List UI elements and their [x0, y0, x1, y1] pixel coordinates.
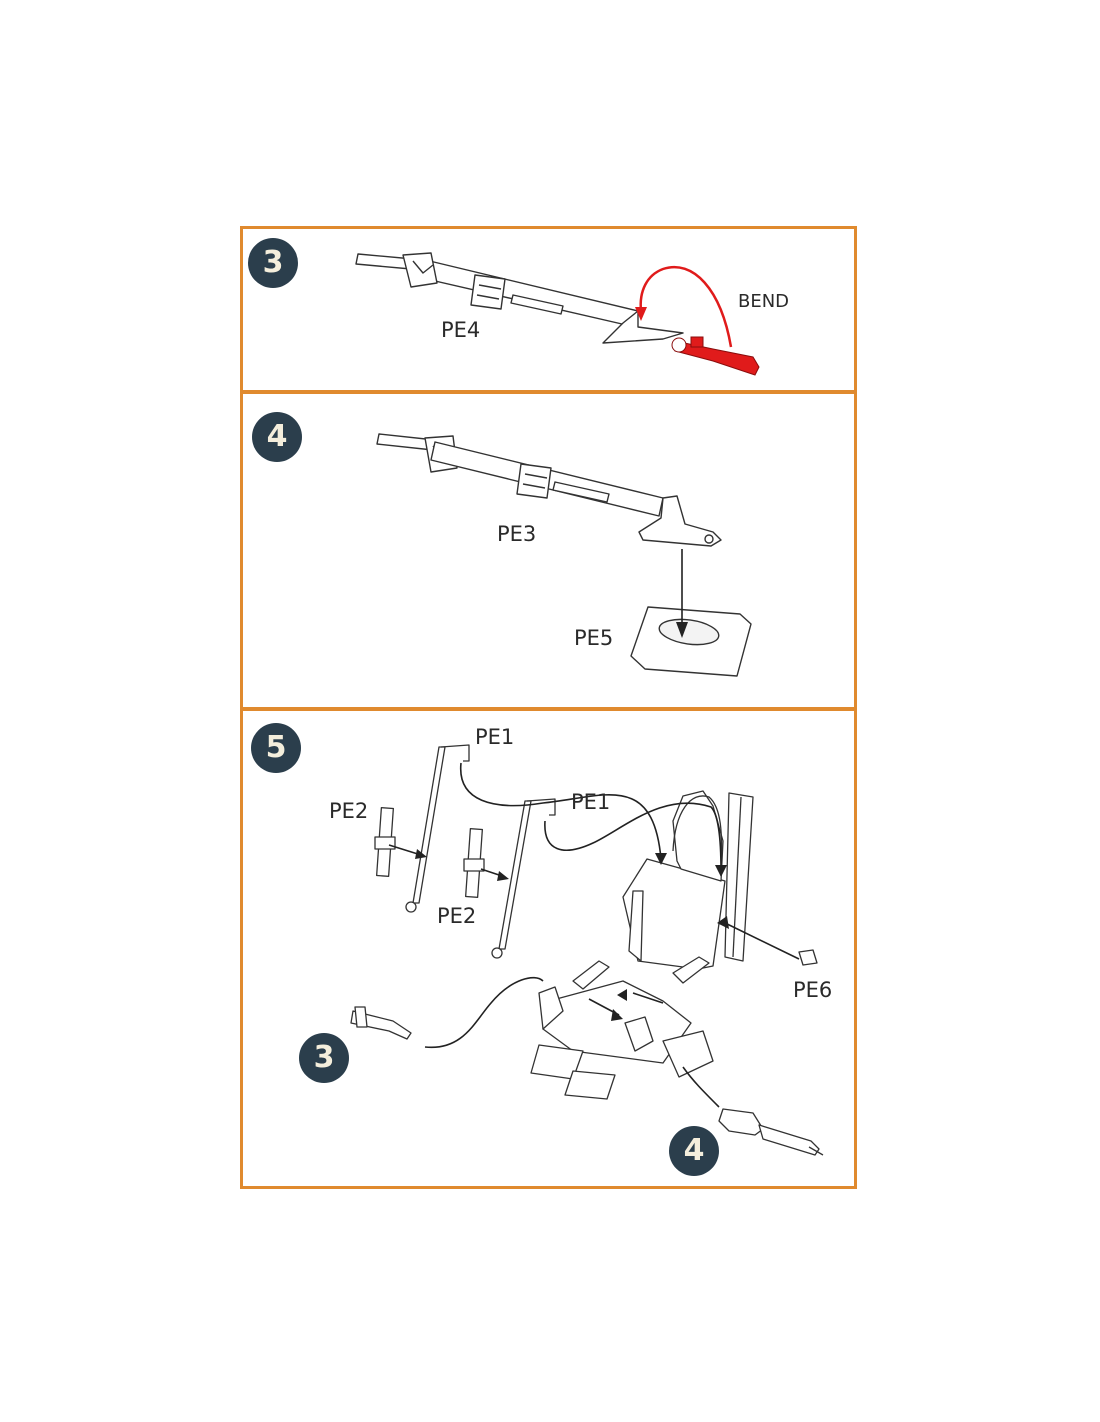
step-3-badge: 3 [248, 238, 298, 288]
pe2-label-a: PE2 [329, 799, 369, 823]
step-4-panel: 4 PE3 PE5 [240, 391, 857, 710]
bend-label: BEND [738, 291, 790, 312]
pe4-strap-illustration [355, 252, 760, 376]
step-4-badge: 4 [252, 412, 302, 462]
callout-step-3: 3 [299, 1033, 349, 1083]
pe5-label: PE5 [574, 626, 614, 650]
pe3-pe5-illustration [376, 433, 752, 677]
step-5-badge: 5 [251, 723, 301, 773]
step-3-panel: 3 PE4 BEND [240, 226, 857, 393]
callout-step-4: 4 [669, 1126, 719, 1176]
seat-assembly-illustration [350, 744, 824, 1156]
pe2-label-b: PE2 [437, 904, 477, 928]
pe3-label: PE3 [497, 522, 537, 546]
pe6-label: PE6 [793, 978, 833, 1002]
pe4-label: PE4 [441, 318, 481, 342]
step-5-panel: 5 [240, 708, 857, 1189]
pe1-label-b: PE1 [571, 790, 611, 814]
pe1-label-a: PE1 [475, 725, 515, 749]
